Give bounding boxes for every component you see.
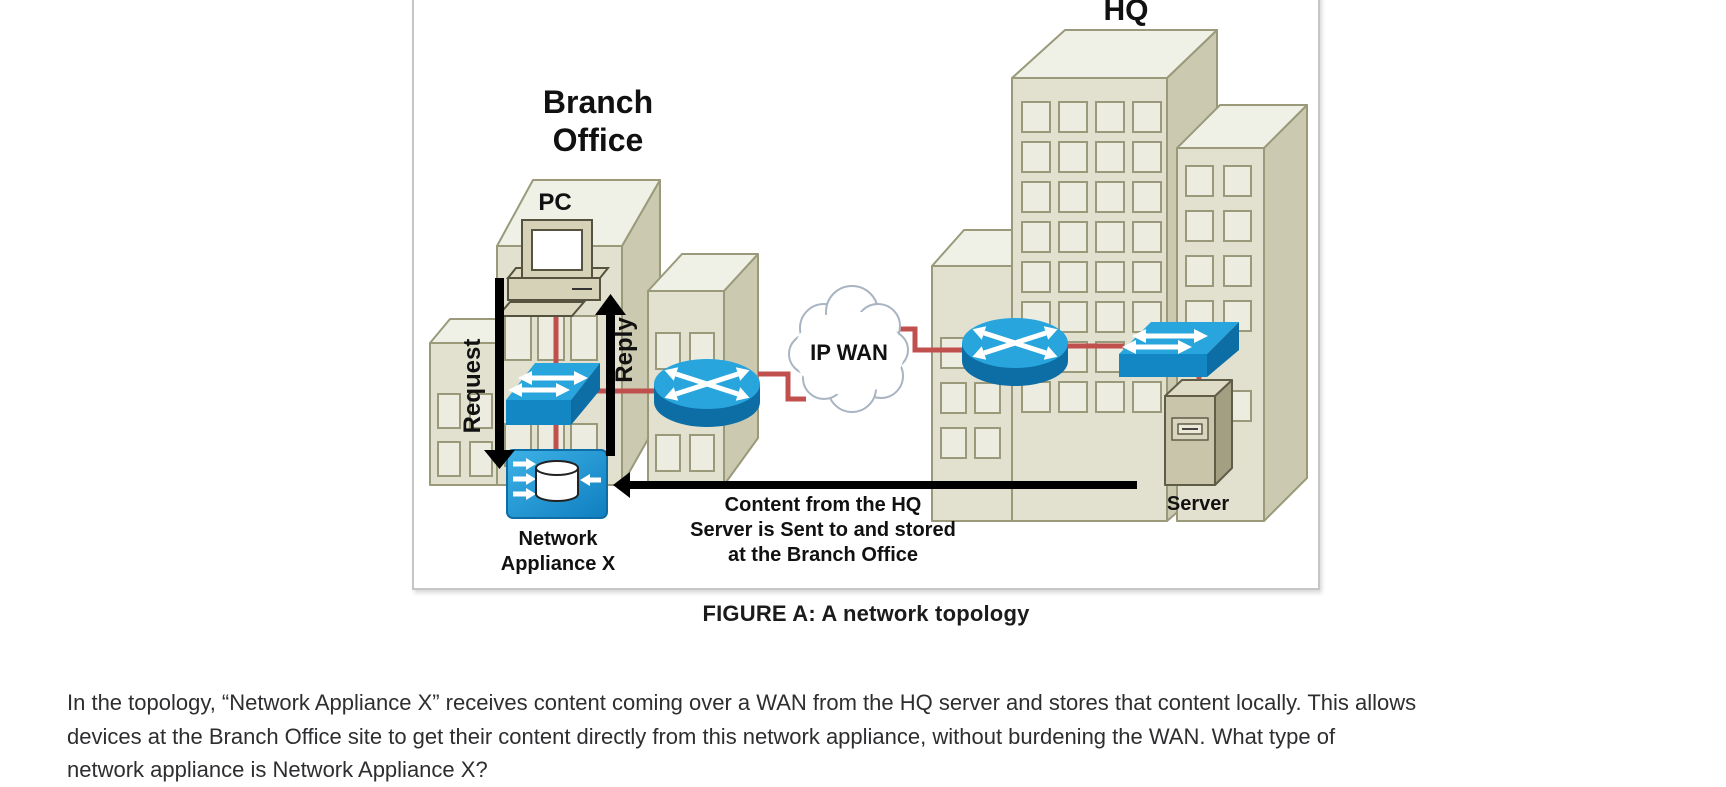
reply-arrow — [595, 294, 626, 456]
appliance-label-line2: Appliance X — [501, 553, 616, 575]
content-label-line2: Server is Sent to and stored — [690, 519, 956, 541]
content-label-line3: at the Branch Office — [728, 544, 918, 566]
branch-office-building — [429, 179, 759, 486]
network-appliance-icon — [506, 449, 608, 519]
ip-wan-cloud: IP WAN — [788, 285, 909, 413]
figure-caption: FIGURE A: A network topology — [702, 601, 1030, 626]
branch-office-label-line1: Branch — [543, 84, 653, 120]
question-text: In the topology, “Network Appliance X” r… — [67, 686, 1707, 787]
appliance-label-line1: Network — [519, 528, 599, 550]
pc-icon — [495, 219, 611, 317]
hq-label: HQ — [1104, 0, 1149, 27]
question-line-3: network appliance is Network Appliance X… — [67, 757, 488, 782]
database-cylinder-icon — [535, 468, 579, 502]
server-label: Server — [1167, 493, 1229, 515]
hq-router-icon — [962, 318, 1068, 386]
request-label: Request — [459, 339, 486, 434]
content-arrow — [613, 472, 1137, 498]
hq-building — [931, 29, 1308, 522]
network-topology-diagram: IP WAN — [429, 0, 1308, 575]
server-icon — [1164, 379, 1233, 486]
content-label-line1: Content from the HQ — [725, 494, 922, 516]
question-line-1: In the topology, “Network Appliance X” r… — [67, 690, 1417, 715]
branch-switch-icon — [506, 363, 600, 425]
branch-office-label-line2: Office — [553, 122, 644, 158]
question-line-2: devices at the Branch Office site to get… — [67, 723, 1336, 749]
pc-label: PC — [538, 189, 571, 216]
branch-router-icon — [654, 359, 760, 427]
ip-wan-label: IP WAN — [810, 340, 888, 365]
reply-label: Reply — [611, 317, 638, 383]
request-arrow — [484, 278, 515, 469]
figure-image: IP WAN — [412, 0, 1320, 590]
hq-switch-icon — [1119, 322, 1239, 377]
